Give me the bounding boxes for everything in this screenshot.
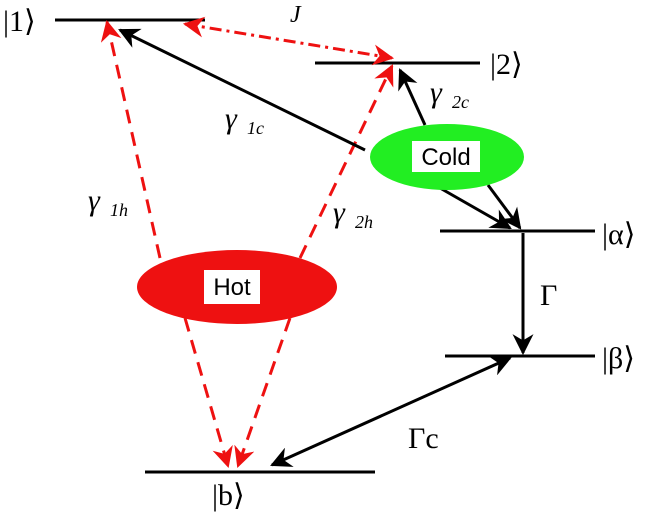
gamma-2c-label: γ 2c [430, 76, 469, 112]
hot-to-1-arrow [100, 19, 162, 259]
level-alpha-label: |α⟩ [602, 218, 635, 251]
cold-to-1-arrow [118, 28, 366, 152]
coupling-J-arrow [182, 16, 395, 66]
svg-text:γ: γ [88, 184, 101, 217]
svg-text:γ: γ [333, 196, 346, 229]
level-1-label: |1⟩ [3, 5, 36, 38]
cold-to-2-arrow [398, 68, 427, 126]
level-beta-label: |β⟩ [602, 342, 635, 375]
level-2-label: |2⟩ [490, 48, 523, 81]
gamma-decay-label: Γ [540, 279, 557, 312]
cold-reservoir: Cold [370, 124, 524, 190]
gamma-1h-label: γ 1h [88, 184, 128, 220]
gamma-1c-label: γ 1c [225, 102, 264, 138]
hot-label: Hot [213, 274, 251, 301]
cold-to-alpha-arrow-right [486, 184, 522, 230]
gamma-c-label: Γc [408, 422, 439, 455]
cold-label: Cold [421, 144, 470, 171]
cold-to-alpha-arrow-left [439, 186, 512, 230]
hot-reservoir: Hot [137, 250, 337, 324]
svg-text:1c: 1c [247, 118, 264, 138]
svg-text:γ: γ [225, 102, 238, 135]
hot-to-b-arrow-left [183, 317, 233, 469]
svg-text:1h: 1h [110, 200, 128, 220]
svg-text:2h: 2h [355, 212, 373, 232]
svg-text:2c: 2c [452, 92, 469, 112]
svg-text:γ: γ [430, 76, 443, 109]
gamma-2h-label: γ 2h [333, 196, 373, 232]
hot-to-2-arrow [298, 64, 394, 259]
beta-b-arrow [270, 356, 512, 467]
hot-to-b-arrow-right [234, 317, 292, 468]
level-b-label: |b⟩ [212, 479, 245, 512]
coupling-J-label: J [290, 2, 302, 28]
